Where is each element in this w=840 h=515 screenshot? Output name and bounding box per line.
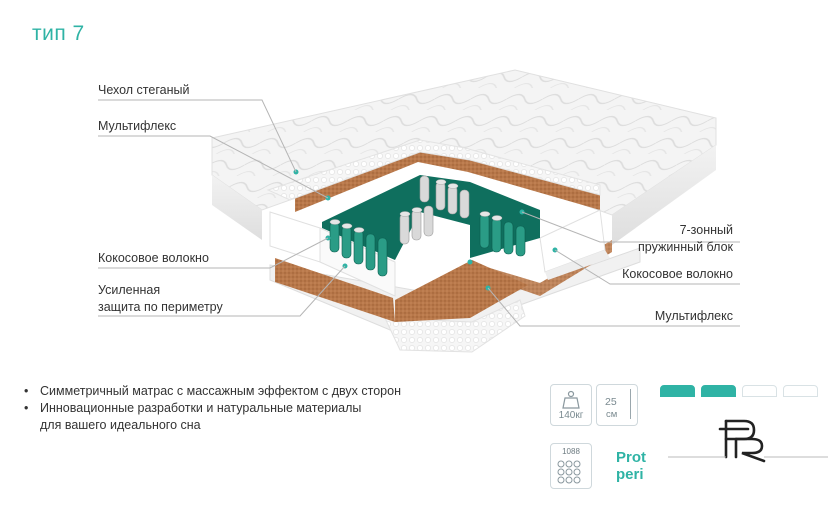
page-title: тип 7: [32, 22, 85, 45]
spring-block: [322, 175, 540, 277]
firmness-segment-3: [742, 385, 777, 397]
feature-item-2-continued: для вашего идеального сна: [40, 418, 201, 432]
callout-perimeter-line1: Усиленная: [98, 283, 161, 297]
feature-item-2: Инновационные разработки и натуральные м…: [22, 400, 401, 417]
feature-list: Симметричный матрас с массажным эффектом…: [22, 383, 401, 434]
weight-icon: [562, 390, 580, 409]
height-value: 25: [605, 396, 617, 408]
protection-label: Prot peri: [616, 449, 650, 485]
springs-count: 1088: [562, 447, 580, 456]
protection-line2: peri: [616, 466, 644, 483]
callout-springs-line2: пружинный блок: [637, 240, 733, 254]
firmness-scale: [660, 385, 820, 397]
callout-perimeter: Усиленная защита по периметру: [98, 282, 223, 316]
protection-line1: Prot: [616, 449, 646, 466]
callout-perimeter-line2: защита по периметру: [98, 300, 223, 314]
firmness-segment-1: [660, 385, 695, 397]
springs-icon: [557, 460, 581, 484]
height-badge: 25 см: [596, 384, 638, 426]
springs-badge: 1088: [550, 443, 592, 489]
callout-cover: Чехол стеганый: [98, 83, 190, 97]
logo-mark: FR: [668, 419, 828, 463]
ruler-icon: [630, 389, 631, 419]
callout-multiflex-right: Мультифлекс: [654, 309, 733, 323]
firmness-segment-4: [783, 385, 818, 397]
callout-springs-line1: 7-зонный: [679, 223, 733, 237]
firmness-segment-2: [701, 385, 736, 397]
feature-item-1: Симметричный матрас с массажным эффектом…: [22, 383, 401, 400]
callout-springs: 7-зонный пружинный блок: [600, 222, 733, 256]
callout-multiflex-top: Мультифлекс: [98, 119, 177, 133]
weight-badge: 140кг: [550, 384, 592, 426]
weight-label: 140кг: [558, 410, 584, 421]
callout-coconut-right: Кокосовое волокно: [622, 267, 733, 281]
callout-coconut-left: Кокосовое волокно: [98, 251, 209, 265]
height-unit: см: [606, 409, 618, 420]
